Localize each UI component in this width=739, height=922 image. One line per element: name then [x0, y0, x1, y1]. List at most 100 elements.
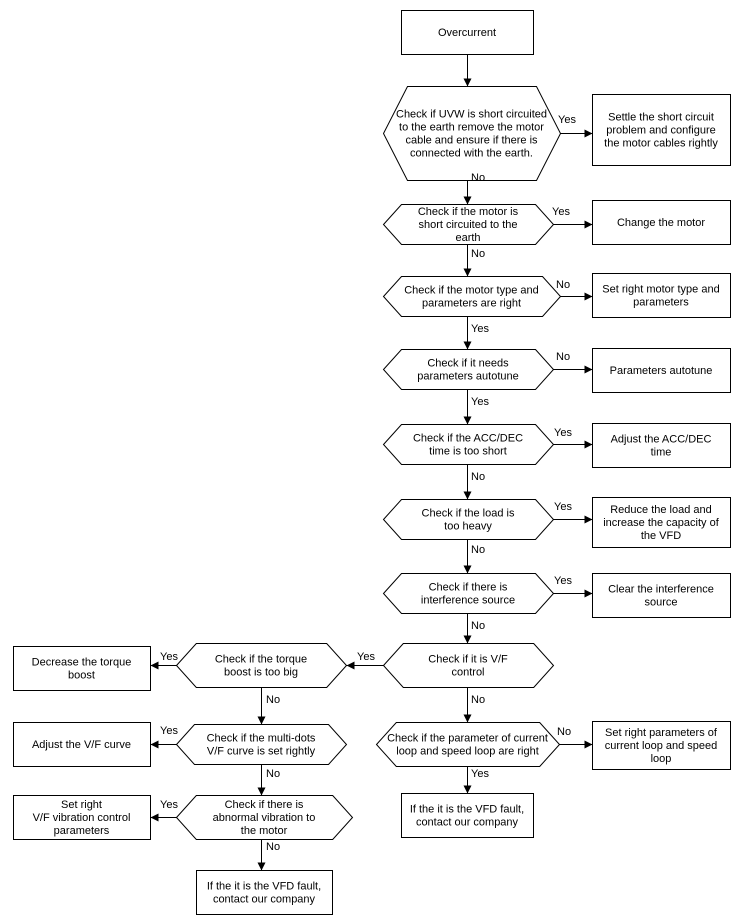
- d-load-shape: [382, 499, 555, 540]
- overcurrent-shape: [401, 10, 534, 55]
- d-interference-line-1: Check if there is: [429, 582, 508, 594]
- d-torque-line-2: boost is too big: [224, 667, 298, 679]
- b-set-current-loop-line-3: loop: [651, 753, 672, 765]
- b-fault-left-line-2: contact our company: [213, 894, 316, 906]
- overcurrent-line-1: Overcurrent: [438, 27, 496, 39]
- b-set-motor-type-line-1: Set right motor type and: [602, 284, 719, 296]
- d-interference-shape: [382, 573, 555, 614]
- b-settle-line-2: problem and configure: [606, 125, 715, 137]
- e-current-loop-no-label: No: [557, 726, 571, 738]
- d-motor-short-line-3: earth: [455, 232, 480, 244]
- b-set-current-loop-line-1: Set right parameters of: [605, 727, 718, 739]
- d-uvw-line-2: to the earth remove the motor: [399, 122, 544, 134]
- b-change-motor-line-1: Change the motor: [617, 217, 705, 229]
- d-motor-short-shape: [382, 204, 555, 245]
- b-fault-left-line-1: If the it is the VFD fault,: [207, 881, 321, 893]
- d-motor-short-line-1: Check if the motor is: [418, 206, 519, 218]
- d-load-line-2: too heavy: [444, 521, 492, 533]
- b-decrease-torque-line-1: Decrease the torque: [32, 657, 132, 669]
- d-uvw-shape: [382, 86, 562, 181]
- b-adjust-accdec-line-2: time: [651, 447, 672, 459]
- e-vibration-no-label: No: [266, 841, 280, 853]
- b-adjust-accdec-shape: [592, 423, 731, 468]
- d-vf-control-line-1: Check if it is V/F: [428, 654, 508, 666]
- b-set-current-loop-line-2: current loop and speed: [605, 740, 718, 752]
- d-vibration-line-1: Check if there is: [225, 799, 304, 811]
- b-clear-interference-shape: [592, 573, 731, 618]
- d-uvw-line-3: cable and ensure if there is: [405, 135, 538, 147]
- e-vf-yes-label: Yes: [357, 651, 375, 663]
- e-load-yes-label: Yes: [554, 501, 572, 513]
- d-current-loop-line-1: Check if the parameter of current: [387, 733, 548, 745]
- b-set-vibration-line-3: parameters: [54, 825, 110, 837]
- b-reduce-load-line-3: the VFD: [641, 530, 681, 542]
- b-clear-interference-line-2: source: [644, 597, 677, 609]
- b-fault-left-shape: [196, 870, 333, 915]
- d-vf-control-shape: [382, 643, 555, 688]
- b-settle-shape: [592, 94, 731, 166]
- b-autotune-box: Parameters autotune: [592, 348, 731, 393]
- b-fault-right-line-2: contact our company: [416, 817, 519, 829]
- e-autotune-yes-label: Yes: [471, 396, 489, 408]
- d-motor-type-line-2: parameters are right: [422, 298, 521, 310]
- b-decrease-torque-line-2: boost: [68, 670, 95, 682]
- d-motor-short-line-2: short circuited to the: [418, 219, 517, 231]
- d-current-loop-shape: [375, 722, 561, 767]
- d-vibration-line-3: the motor: [241, 825, 288, 837]
- b-change-motor-box: Change the motor: [592, 200, 731, 245]
- d-accdec-line-1: Check if the ACC/DEC: [413, 433, 523, 445]
- d-interference-line-2: interference source: [421, 595, 515, 607]
- b-decrease-torque-shape: [13, 646, 151, 691]
- b-autotune-line-1: Parameters autotune: [610, 365, 713, 377]
- d-vibration-shape: [175, 795, 354, 840]
- e-multidots-yes-label: Yes: [160, 725, 178, 737]
- b-clear-interference-line-1: Clear the interference: [608, 584, 714, 596]
- d-uvw-line-1: Check if UVW is short circuited: [396, 109, 547, 121]
- b-set-vibration-line-2: V/F vibration control: [33, 812, 131, 824]
- d-motor-type-shape: [382, 276, 562, 317]
- b-change-motor-shape: [592, 200, 731, 245]
- d-autotune-line-2: parameters autotune: [417, 371, 519, 383]
- b-autotune-shape: [592, 348, 731, 393]
- b-set-motor-type-line-2: parameters: [633, 297, 689, 309]
- e-interference-yes-label: Yes: [554, 575, 572, 587]
- d-vf-control-line-2: control: [451, 667, 484, 679]
- e-motor-type-yes-label: Yes: [471, 323, 489, 335]
- d-accdec-shape: [382, 424, 555, 465]
- b-adjust-vf-shape: [13, 722, 151, 767]
- b-reduce-load-shape: [592, 497, 731, 548]
- d-multidots-line-1: Check if the multi-dots: [207, 733, 316, 745]
- e-motor-type-no-label: No: [556, 279, 570, 291]
- d-torque-line-1: Check if the torque: [215, 654, 307, 666]
- b-set-vibration-line-1: Set right: [61, 799, 102, 811]
- b-fault-right-shape: [401, 793, 534, 838]
- d-current-loop-line-2: loop and speed loop are right: [396, 746, 539, 758]
- b-set-motor-type-shape: [592, 273, 731, 318]
- e-multidots-no-label: No: [266, 768, 280, 780]
- e-current-loop-yes-label: Yes: [471, 768, 489, 780]
- b-reduce-load-line-2: increase the capacity of: [603, 517, 720, 529]
- e-motor-short-no-label: No: [471, 248, 485, 260]
- d-multidots-shape: [175, 724, 348, 765]
- e-uvw-yes-label: Yes: [558, 114, 576, 126]
- b-settle-line-1: Settle the short circuit: [608, 112, 714, 124]
- e-interference-no-label: No: [471, 620, 485, 632]
- d-load-line-1: Check if the load is: [422, 508, 515, 520]
- overcurrent-box: Overcurrent: [401, 10, 534, 55]
